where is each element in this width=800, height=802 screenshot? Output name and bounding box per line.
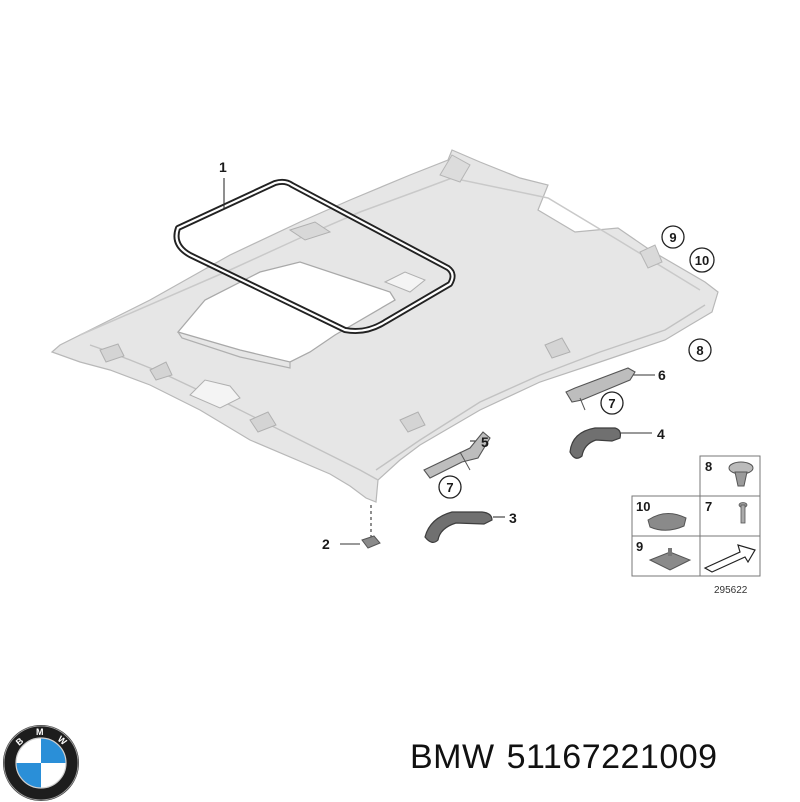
part-2-clip [361, 535, 381, 549]
callout-7b-circle [438, 475, 462, 499]
headliner-panel [50, 149, 719, 503]
logo-blue-quadrant-1 [41, 738, 66, 763]
legend-label-10: 10 [636, 499, 650, 514]
callout-7a: 7 [608, 396, 615, 411]
leader-lines [223, 178, 655, 545]
part-5-bracket [423, 431, 491, 479]
clip-8-icon [728, 461, 754, 487]
callout-3: 3 [509, 510, 517, 526]
part-number: 51167221009 [506, 738, 718, 776]
legend-label-9: 9 [636, 539, 643, 554]
brand-name: BMW [410, 738, 495, 776]
diagram-reference-number: 295622 [714, 585, 748, 596]
callouts: 1 2 3 4 5 6 7 7 8 9 10 [219, 159, 715, 552]
part-caption: BMW 51167221009 [410, 738, 730, 777]
part-4-grab-handle [569, 427, 622, 459]
callout-7b: 7 [446, 480, 453, 495]
fastener-legend: 8 7 10 9 295622 [631, 455, 761, 596]
callout-8: 8 [696, 343, 703, 358]
callout-8-circle [688, 338, 712, 362]
callout-5: 5 [481, 434, 489, 450]
callout-4: 4 [657, 426, 665, 442]
legend-label-8: 8 [705, 459, 712, 474]
sunroof-seal [173, 178, 456, 334]
callout-10: 10 [695, 253, 709, 268]
legend-label-7: 7 [705, 499, 712, 514]
logo-blue-quadrant-2 [16, 763, 41, 788]
pin-7-icon [738, 502, 748, 524]
bmw-logo: B M W [3, 725, 79, 801]
callout-10-circle [689, 247, 715, 273]
callout-2: 2 [322, 536, 330, 552]
logo-letter-m: M [36, 727, 44, 737]
logo-letter-b: B [14, 735, 26, 747]
pad-9-icon [648, 548, 692, 571]
pad-10-icon [647, 513, 687, 531]
callout-6: 6 [658, 367, 666, 383]
callout-9: 9 [669, 230, 676, 245]
part-6-bracket [565, 367, 636, 411]
direction-arrow-icon [703, 544, 756, 573]
callout-9-circle [661, 225, 685, 249]
callout-1: 1 [219, 159, 227, 175]
part-3-grab-handle [424, 511, 493, 543]
callout-7a-circle [600, 391, 624, 415]
